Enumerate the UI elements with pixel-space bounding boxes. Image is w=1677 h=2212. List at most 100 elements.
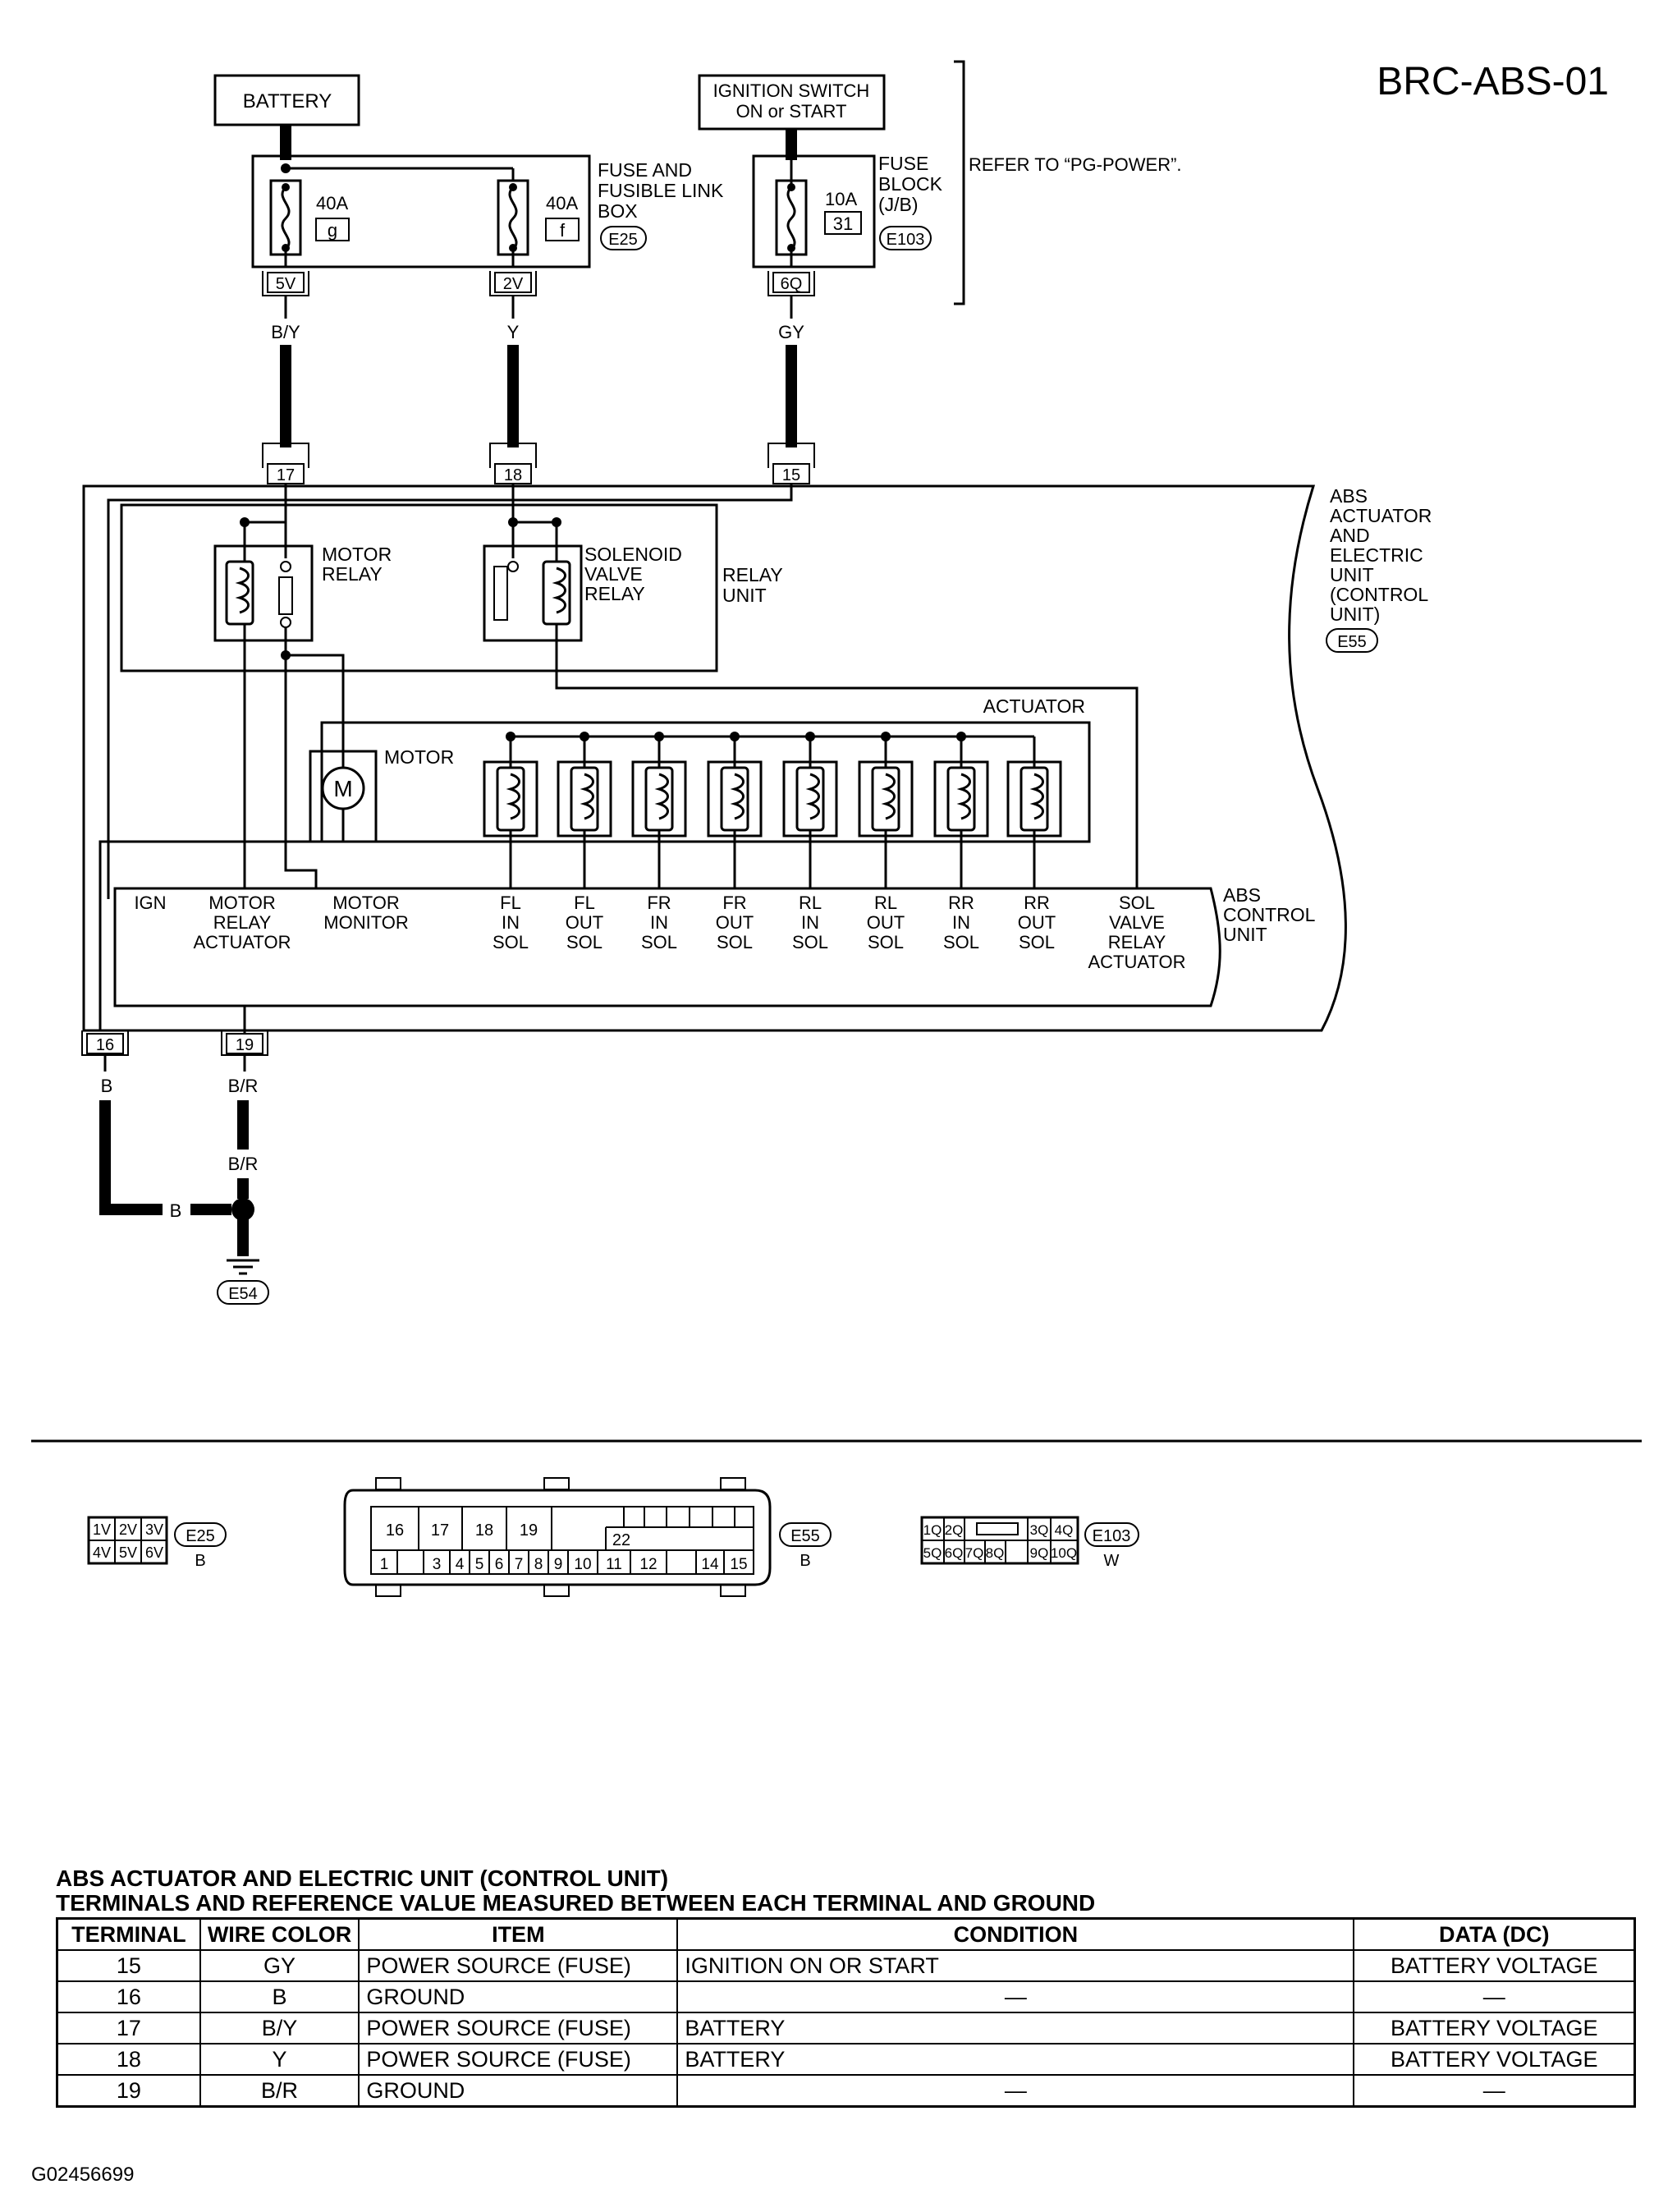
svg-text:9Q: 9Q: [1030, 1545, 1049, 1561]
svg-text:18: 18: [475, 1521, 493, 1540]
pin-sol-valve-3: RELAY: [1108, 932, 1166, 952]
solenoid-rr-out: [1006, 737, 1062, 888]
cell-data: BATTERY VOLTAGE: [1353, 2012, 1636, 2044]
fuse-block-label-2: BLOCK: [878, 173, 943, 195]
wire-b-join: B: [170, 1200, 182, 1221]
table-header-row: TERMINAL WIRE COLOR ITEM CONDITION DATA …: [56, 1917, 1636, 1951]
motor-label: MOTOR: [384, 746, 454, 768]
actuator-label: ACTUATOR: [983, 695, 1085, 717]
svg-text:5Q: 5Q: [923, 1545, 942, 1561]
svg-text:B: B: [800, 1552, 810, 1570]
solenoid-fr-out: [707, 732, 763, 888]
actuator-box: [320, 721, 1091, 843]
solenoid-rl-in: [782, 732, 838, 888]
cell-data: BATTERY VOLTAGE: [1353, 2043, 1636, 2076]
pin-fl-in-1: FL: [500, 893, 521, 913]
pin-rr-in-3: SOL: [943, 932, 979, 952]
sol-relay-label-2: VALVE: [584, 563, 643, 585]
svg-text:6Q: 6Q: [945, 1545, 964, 1561]
pin-rl-out-1: RL: [874, 893, 897, 913]
svg-text:2V: 2V: [119, 1521, 137, 1538]
pin-motor-monitor-1: MOTOR: [332, 893, 399, 913]
cell-condition: —: [676, 2074, 1355, 2108]
solenoid-rl-out: [858, 732, 914, 888]
cell-item: GROUND: [358, 2074, 679, 2108]
cell-item: POWER SOURCE (FUSE): [358, 2012, 679, 2044]
pin-sol-valve-1: SOL: [1119, 893, 1155, 913]
figure-id: G02456699: [31, 2164, 135, 2186]
cell-condition: —: [676, 1980, 1355, 2013]
svg-text:E25: E25: [186, 1527, 215, 1545]
svg-text:2Q: 2Q: [945, 1522, 964, 1538]
sol-relay-label-3: RELAY: [584, 583, 645, 604]
pin-rr-out-1: RR: [1024, 893, 1050, 913]
cell-data: —: [1353, 1980, 1636, 2013]
solenoid-valve-relay: [483, 544, 583, 642]
svg-text:10Q: 10Q: [1051, 1545, 1077, 1561]
cell-wire-color: B/Y: [199, 2012, 360, 2044]
fuse-g-amps: 40A: [316, 193, 348, 213]
solenoid-rr-in: [933, 732, 989, 888]
wire-y: Y: [507, 322, 520, 342]
svg-text:10: 10: [574, 1556, 591, 1573]
relay-unit-label-2: UNIT: [722, 585, 767, 606]
wire-br: B/R: [228, 1076, 259, 1096]
cell-item: POWER SOURCE (FUSE): [358, 2043, 679, 2076]
table-row: 19 B/R GROUND — —: [56, 2074, 1636, 2108]
terminal-reference-table: TERMINAL WIRE COLOR ITEM CONDITION DATA …: [56, 1917, 1636, 2108]
pin-rl-in-3: SOL: [792, 932, 828, 952]
pin-fl-out-3: SOL: [566, 932, 603, 952]
battery-label: BATTERY: [243, 90, 332, 112]
connector-e103: 1Q 2Q 3Q 4Q 5Q 6Q 7Q 8Q 9Q 10Q E103 W: [920, 1516, 1139, 1570]
pin-rl-out-3: SOL: [868, 932, 904, 952]
svg-text:16: 16: [386, 1521, 404, 1540]
svg-text:4V: 4V: [93, 1544, 111, 1561]
relay-unit: [120, 503, 718, 672]
ignition-label-2: ON or START: [736, 101, 847, 122]
pin-sol-valve-4: ACTUATOR: [1088, 952, 1186, 972]
terminal-19: 19: [236, 1036, 254, 1054]
cell-wire-color: Y: [199, 2043, 360, 2076]
abs-unit-outline: [82, 484, 1347, 1032]
svg-text:7Q: 7Q: [965, 1545, 984, 1561]
fuse-link-box: [251, 154, 591, 268]
unit-label-6: (CONTROL: [1330, 584, 1428, 605]
control-unit-label-1: ABS: [1223, 884, 1261, 906]
svg-text:4: 4: [456, 1556, 465, 1573]
motor-relay-label-1: MOTOR: [322, 544, 392, 565]
svg-text:6: 6: [495, 1556, 504, 1573]
svg-text:1: 1: [380, 1556, 389, 1573]
pin-fl-out-2: OUT: [566, 912, 603, 933]
terminal-16: 16: [96, 1036, 114, 1054]
svg-text:4Q: 4Q: [1055, 1522, 1074, 1538]
fuse-31-id: 31: [833, 213, 853, 234]
sol-relay-label-1: SOLENOID: [584, 544, 682, 565]
svg-text:B: B: [195, 1552, 205, 1570]
col-item: ITEM: [358, 1917, 679, 1951]
terminal-17: 17: [277, 466, 295, 484]
pin-rr-out-2: OUT: [1018, 912, 1056, 933]
pin-motor-relay-3: ACTUATOR: [194, 932, 291, 952]
unit-label-2: ACTUATOR: [1330, 505, 1432, 526]
terminal-2v: 2V: [503, 275, 524, 293]
solenoid-fr-in: [631, 732, 687, 888]
page-id: BRC-ABS-01: [1377, 60, 1609, 103]
col-condition: CONDITION: [676, 1917, 1355, 1951]
svg-text:8: 8: [534, 1556, 543, 1573]
table-row: 17 B/Y POWER SOURCE (FUSE) BATTERY BATTE…: [56, 2012, 1636, 2044]
fuse-box-label-1: FUSE AND: [598, 159, 692, 181]
svg-text:6V: 6V: [145, 1544, 163, 1561]
pin-fr-in-2: IN: [650, 912, 668, 933]
svg-text:17: 17: [431, 1521, 449, 1540]
fuse-block-label-3: (J/B): [878, 194, 919, 215]
terminal-15: 15: [782, 466, 800, 484]
svg-text:15: 15: [730, 1556, 747, 1573]
cell-condition: IGNITION ON OR START: [676, 1949, 1355, 1982]
svg-text:1V: 1V: [93, 1521, 111, 1538]
cell-wire-color: GY: [199, 1949, 360, 1982]
control-unit-label-2: CONTROL: [1223, 904, 1316, 925]
cell-terminal: 15: [56, 1949, 201, 1982]
table-title-1: ABS ACTUATOR AND ELECTRIC UNIT (CONTROL …: [56, 1866, 669, 1891]
pin-fr-in-1: FR: [647, 893, 671, 913]
connector-e25: 1V 2V 3V 4V 5V 6V E25 B: [87, 1516, 227, 1570]
